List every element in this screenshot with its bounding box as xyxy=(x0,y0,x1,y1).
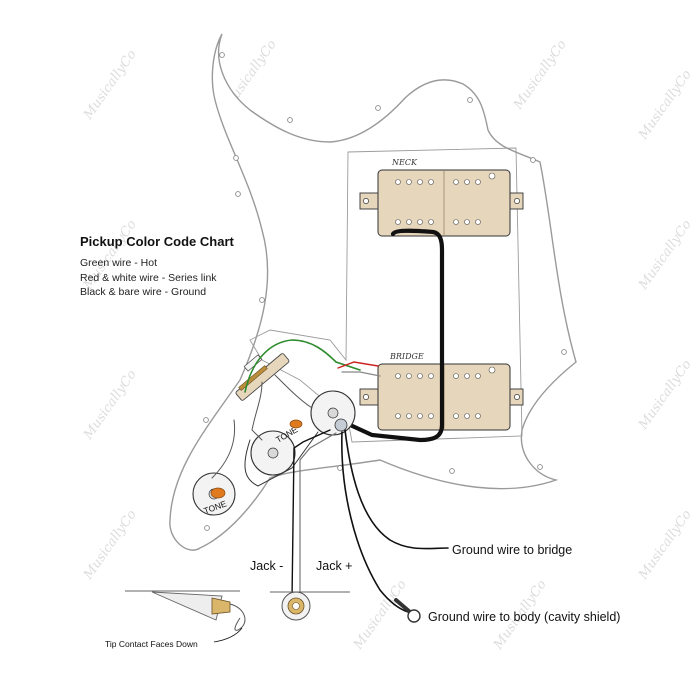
tone-pot-1-shaft xyxy=(267,447,279,459)
output-jack xyxy=(270,591,350,621)
legend: Pickup Color Code Chart Green wire - Hot… xyxy=(80,234,235,298)
bridge-ground-wire xyxy=(344,429,449,550)
tone-capacitor xyxy=(210,487,226,499)
callout-jack-plus: Jack + xyxy=(316,559,352,573)
callout-ground-bridge: Ground wire to bridge xyxy=(452,543,572,557)
bridge-pickup-screw xyxy=(363,394,369,400)
switch-contact-strip xyxy=(238,365,268,391)
screw-hole xyxy=(287,117,293,123)
watermark-text: MusicallyCo xyxy=(80,367,139,443)
neck-pickup-label: NECK xyxy=(391,158,418,167)
screw-hole xyxy=(530,157,536,163)
screw-hole xyxy=(561,349,567,355)
ring-terminal xyxy=(394,598,421,623)
body-ground-wire xyxy=(341,431,409,613)
screw-hole xyxy=(337,465,343,471)
screw-hole xyxy=(467,97,473,103)
jack-plus-wire xyxy=(299,432,337,601)
tip-contact-spring xyxy=(229,603,246,631)
pickguard xyxy=(169,33,577,551)
green-hot-wire xyxy=(244,339,361,393)
watermark-text: MusicallyCo xyxy=(350,577,409,653)
wiring xyxy=(211,339,449,613)
white-series-link-wire xyxy=(341,371,381,377)
screw-hole xyxy=(203,417,209,423)
bridge-pickup-pole-pieces xyxy=(395,366,496,419)
switch-to-tone2-wire xyxy=(211,419,236,479)
screw-hole xyxy=(219,52,225,58)
jack-side-body xyxy=(211,597,231,615)
legend-line: Black & bare wire - Ground xyxy=(80,286,206,298)
bridge-pickup-screw xyxy=(514,394,520,400)
screw-hole xyxy=(233,155,239,161)
neck-pickup: NECK xyxy=(359,158,524,237)
legend-line: Red & white wire - Series link xyxy=(80,272,217,284)
callout-jack-minus: Jack - xyxy=(250,559,283,573)
watermark-text: MusicallyCo xyxy=(635,217,694,293)
tone-capacitor xyxy=(289,419,303,429)
switch-to-tone-wire xyxy=(251,381,263,441)
screw-hole xyxy=(449,468,455,474)
neck-pickup-screw xyxy=(514,198,520,204)
screw-hole xyxy=(204,525,210,531)
screw-hole xyxy=(537,464,543,470)
tip-callout-leader xyxy=(213,627,243,643)
jack-side-wedge xyxy=(151,591,223,621)
legend-line: Green wire - Hot xyxy=(80,257,157,269)
callout-tip-contact: Tip Contact Faces Down xyxy=(105,639,198,649)
jack-side-view xyxy=(125,590,246,643)
legend-title: Pickup Color Code Chart xyxy=(80,234,235,249)
switch-to-volume-wire xyxy=(274,374,313,409)
watermark-text: MusicallyCo xyxy=(635,67,694,143)
screw-hole xyxy=(259,297,265,303)
watermark-text: MusicallyCo xyxy=(635,357,694,433)
watermark-text: MusicallyCo xyxy=(80,47,139,123)
screw-hole xyxy=(235,191,241,197)
watermark-text: MusicallyCo xyxy=(635,507,694,583)
watermark-text: MusicallyCo xyxy=(510,37,569,113)
jack-minus-wire xyxy=(291,429,331,601)
red-series-link-wire xyxy=(337,361,379,369)
neck-ground-lead xyxy=(345,228,445,443)
jack-center xyxy=(292,602,300,610)
watermark-text: MusicallyCo xyxy=(80,507,139,583)
volume-pot-solder-blob xyxy=(334,418,348,432)
screw-hole xyxy=(375,105,381,111)
neck-pickup-pole-pieces xyxy=(395,172,496,225)
volume-pot xyxy=(310,390,356,436)
callout-ground-body: Ground wire to body (cavity shield) xyxy=(428,610,620,624)
pot-ground-bus-wire xyxy=(244,431,319,487)
neck-pickup-screw xyxy=(363,198,369,204)
bridge-pickup-label: BRIDGE xyxy=(389,352,424,361)
five-way-switch xyxy=(235,353,290,401)
pickguard-screws xyxy=(203,52,567,531)
volume-pot-shaft xyxy=(327,407,339,419)
shield-plate-outline xyxy=(249,147,523,443)
